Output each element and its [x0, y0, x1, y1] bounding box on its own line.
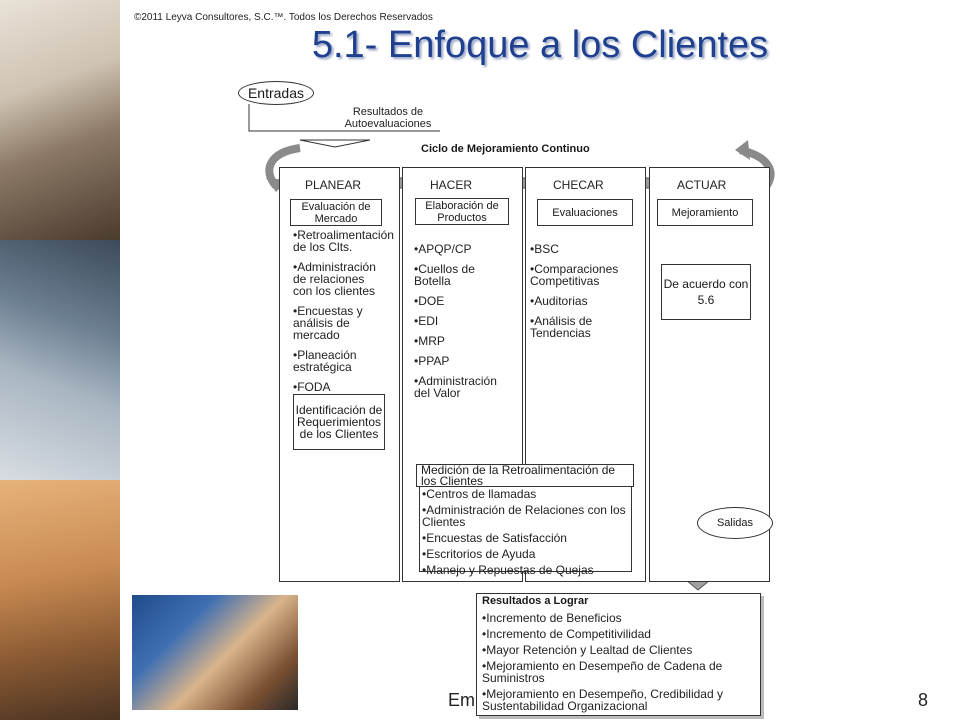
list-item: Administración de Relaciones con los Cli…: [422, 504, 630, 528]
list-item: Análisis de Tendencias: [530, 315, 640, 339]
box-de-acuerdo: De acuerdo con 5.6: [661, 264, 751, 320]
list-item: Mejoramiento en Desempeño de Cadena de S…: [482, 660, 754, 684]
list-item: BSC: [530, 243, 640, 255]
list-item: Incremento de Competitivilidad: [482, 628, 754, 640]
list-item: APQP/CP: [414, 243, 514, 255]
list-item: Planeación estratégica: [293, 349, 385, 373]
list-item: Encuestas de Satisfacción: [422, 532, 630, 544]
list-item: Administración de relaciones con los cli…: [293, 261, 385, 297]
head-planear: PLANEAR: [305, 178, 362, 192]
list-planear: Retroalimentación de los Clts. Administr…: [293, 229, 394, 401]
box-medicion-title: Medición de la Retroalimentación de los …: [416, 464, 634, 487]
photo-man-laptop: [0, 240, 120, 480]
list-checar: BSC Comparaciones Competitivas Auditoria…: [530, 243, 640, 347]
list-item: Auditorias: [530, 295, 640, 307]
box-elaboracion-productos: Elaboración de Productos: [415, 198, 509, 225]
photo-man-phone: [0, 0, 120, 240]
footer-text: Em: [448, 690, 475, 710]
list-item: Incremento de Beneficios: [482, 612, 754, 624]
list-resultados: Incremento de Beneficios Incremento de C…: [482, 612, 754, 716]
page-number: 8: [917, 690, 928, 710]
entradas-label: Entradas: [247, 85, 305, 101]
list-hacer: APQP/CP Cuellos de Botella DOE EDI MRP P…: [414, 243, 514, 407]
list-item: Comparaciones Competitivas: [530, 263, 640, 287]
resultados-title: Resultados a Lograr: [482, 595, 589, 607]
list-item: EDI: [414, 315, 514, 327]
slide-title: 5.1- Enfoque a los Clientes: [311, 24, 769, 66]
list-item: Escritorios de Ayuda: [422, 548, 630, 560]
photo-man-headset: [0, 480, 120, 720]
list-item: Administración del Valor: [414, 375, 514, 399]
salidas-label: Salidas: [716, 517, 754, 529]
list-item: MRP: [414, 335, 514, 347]
entradas-oval: Entradas: [238, 81, 314, 105]
list-item: Encuestas y análisis de mercado: [293, 305, 385, 341]
list-medicion: Centros de llamadas Administración de Re…: [422, 488, 630, 580]
box-mejoramiento: Mejoramiento: [657, 199, 753, 226]
list-item: Cuellos de Botella: [414, 263, 514, 287]
head-hacer: HACER: [430, 178, 473, 192]
photo-strip: [0, 0, 120, 720]
copyright: ©2011 Leyva Consultores, S.C.™. Todos lo…: [134, 12, 433, 23]
list-item: PPAP: [414, 355, 514, 367]
list-item: Mayor Retención y Lealtad de Clientes: [482, 644, 754, 656]
list-item: DOE: [414, 295, 514, 307]
list-item: Centros de llamadas: [422, 488, 630, 500]
list-item: Retroalimentación de los Clts.: [293, 229, 394, 253]
list-item: Manejo y Repuestas de Quejas: [422, 564, 630, 576]
head-actuar: ACTUAR: [677, 178, 727, 192]
box-evaluacion-mercado: Evaluación de Mercado: [290, 199, 382, 226]
list-item: Mejoramiento en Desempeño, Credibilidad …: [482, 688, 754, 712]
salidas-oval: Salidas: [697, 507, 773, 539]
head-checar: CHECAR: [553, 178, 604, 192]
ciclo-label: Ciclo de Mejoramiento Continuo: [421, 143, 590, 155]
box-evaluaciones: Evaluaciones: [537, 199, 633, 226]
list-item: FODA: [293, 381, 385, 393]
box-identificacion-requerimientos: Identificación de Requerimientos de los …: [293, 394, 385, 450]
resultados-autoevaluaciones: Resultados de Autoevaluaciones: [344, 106, 432, 130]
photo-team: [132, 595, 298, 710]
